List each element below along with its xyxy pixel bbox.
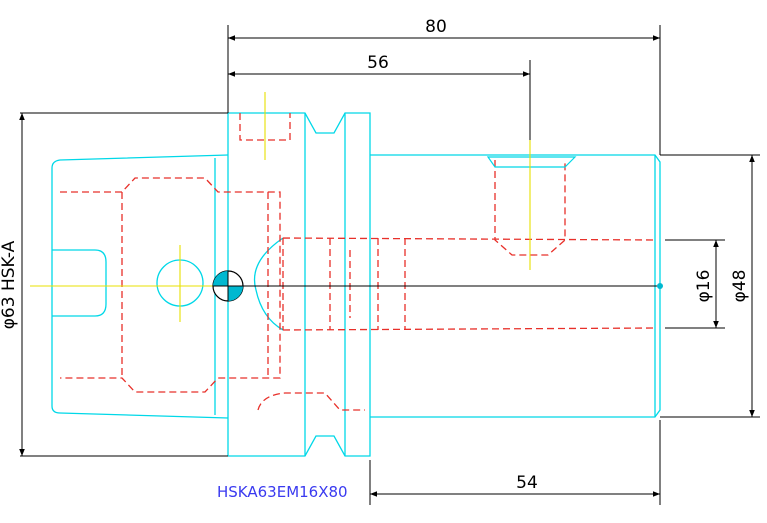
taper-inner-hidden bbox=[60, 177, 281, 393]
flange-key-hidden bbox=[239, 113, 291, 141]
bore-arc bbox=[253, 237, 284, 331]
hsk-taper-outline bbox=[51, 154, 229, 419]
part-code-label: HSKA63EM16X80 bbox=[217, 483, 348, 501]
bore-hidden bbox=[282, 237, 656, 331]
side-screw-hidden bbox=[494, 160, 566, 256]
dim-label-80: 80 bbox=[425, 17, 447, 37]
dim-label-54: 54 bbox=[516, 473, 538, 493]
hsk-slot bbox=[52, 249, 107, 317]
dim-label-16: φ16 bbox=[694, 270, 714, 303]
lower-hidden bbox=[257, 392, 365, 411]
dim-label-48: φ48 bbox=[730, 270, 750, 303]
center-mark-icon bbox=[212, 270, 244, 302]
hidden-lines bbox=[60, 113, 656, 411]
dimension-lines bbox=[19, 25, 760, 505]
dim-label-56: 56 bbox=[367, 53, 389, 73]
dim-label-63: φ63 HSK-A bbox=[0, 240, 19, 329]
flange-outline bbox=[227, 112, 371, 457]
part-outline bbox=[51, 112, 661, 457]
side-screw-thread bbox=[486, 156, 577, 168]
axis-end-dot bbox=[657, 283, 663, 289]
bore-step-hidden bbox=[329, 238, 406, 330]
